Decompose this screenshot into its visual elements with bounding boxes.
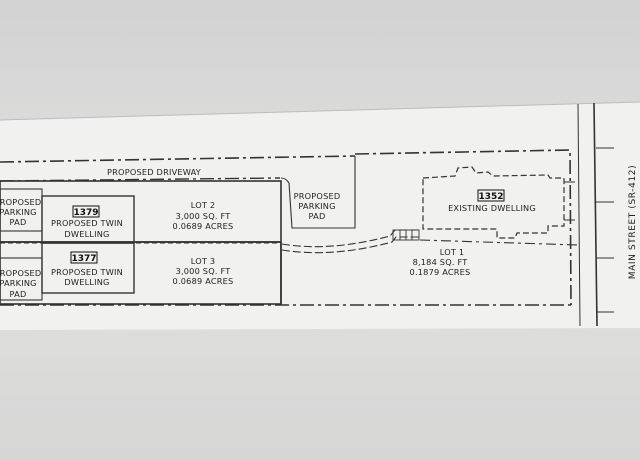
lot-1-area: 8,184 SQ. FT bbox=[413, 257, 469, 267]
existing-label: EXISTING DWELLING bbox=[448, 203, 536, 213]
existing-number: 1352 bbox=[478, 192, 503, 202]
curb-line-2 bbox=[593, 102, 598, 327]
lot-3-name: LOT 3 bbox=[191, 256, 216, 266]
parking-pad-center-label-3: PAD bbox=[309, 211, 326, 221]
existing-number-box bbox=[477, 189, 505, 202]
curb-line-1 bbox=[577, 103, 581, 327]
twin-bottom-number-box bbox=[70, 251, 98, 264]
steps bbox=[392, 229, 420, 241]
parking-pad-left-bottom-label-2: PARKING bbox=[0, 278, 37, 288]
twin-top-number-box bbox=[72, 205, 100, 218]
driveway-edge bbox=[0, 177, 281, 182]
twin-top-label-1: PROPOSED TWIN bbox=[51, 218, 123, 228]
lot-2-area: 3,000 SQ. FT bbox=[176, 211, 232, 221]
parking-pad-center-outline bbox=[280, 156, 356, 229]
parking-pad-left-bottom-outline bbox=[0, 257, 43, 301]
parking-pad-left-top-label-3: PAD bbox=[10, 217, 27, 227]
parking-pad-left-bottom-label-1: PROPOSED bbox=[0, 268, 41, 278]
parking-pad-left-bottom-label-3: PAD bbox=[10, 289, 27, 299]
lot-1-acres: 0.1879 ACRES bbox=[410, 267, 471, 277]
lot-3-acres: 0.0689 ACRES bbox=[173, 276, 234, 286]
walkway-line bbox=[281, 229, 420, 248]
driveway-label: PROPOSED DRIVEWAY bbox=[107, 167, 202, 177]
twin-bottom-label-1: PROPOSED TWIN bbox=[51, 267, 123, 277]
lot-1-divider bbox=[419, 239, 579, 246]
street-ticks bbox=[596, 147, 614, 313]
parking-pad-center-label-2: PARKING bbox=[298, 201, 335, 211]
twin-bottom-number: 1377 bbox=[71, 254, 96, 264]
lot-2-name: LOT 2 bbox=[191, 200, 216, 210]
twin-top-label-2: DWELLING bbox=[64, 229, 109, 239]
lot-2-acres: 0.0689 ACRES bbox=[173, 221, 234, 231]
existing-dwelling-outline bbox=[422, 166, 565, 239]
parking-pad-center-label-1: PROPOSED bbox=[294, 191, 341, 201]
paper-edge-top bbox=[0, 101, 640, 121]
street-label: MAIN STREET (SR-412) bbox=[628, 165, 638, 279]
parking-pad-left-top-label-1: PROPOSED bbox=[0, 197, 41, 207]
lot-3-area: 3,000 SQ. FT bbox=[176, 266, 232, 276]
twin-bottom-label-2: DWELLING bbox=[64, 277, 109, 287]
property-line-top-left bbox=[0, 155, 356, 163]
property-line-top-right bbox=[354, 149, 572, 306]
walkway-line-lower bbox=[281, 236, 420, 254]
parking-pad-left-top-outline bbox=[0, 188, 43, 232]
existing-dwelling-porch bbox=[564, 181, 575, 221]
parking-pad-left-top-label-2: PARKING bbox=[0, 207, 37, 217]
lot-1-name: LOT 1 bbox=[440, 247, 465, 257]
twin-top-number: 1379 bbox=[73, 208, 98, 218]
